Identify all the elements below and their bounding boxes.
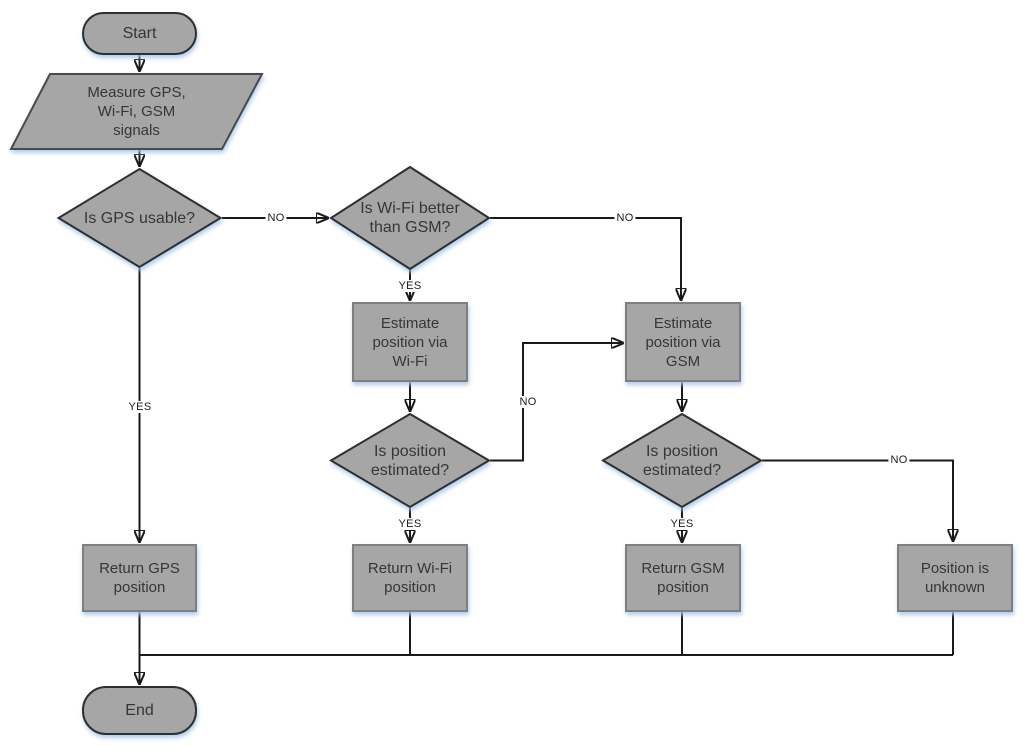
node-label: Return GPS position [99, 560, 180, 596]
node-estimate-wifi: Estimate position via Wi-Fi [352, 302, 468, 382]
edge-label-wifi-better-yes: YES [396, 280, 424, 292]
edge-label-wifi-better-no: NO [614, 212, 636, 224]
node-is-position-estimated-gsm: Is position estimated? [601, 412, 763, 509]
diamond-shape [329, 165, 491, 271]
node-label: Return Wi-Fi position [367, 560, 453, 596]
edge-label-wifi-estimated-no: NO [517, 396, 539, 408]
diamond-shape [329, 412, 491, 509]
node-label: Estimate position via GSM [645, 314, 721, 370]
node-start: Start [82, 12, 197, 55]
diamond-shape [601, 412, 763, 509]
parallelogram-shape [9, 73, 264, 150]
node-position-unknown: Position is unknown [897, 544, 1013, 612]
node-label: Position is unknown [920, 560, 990, 596]
edge-label-gsm-estimated-yes: YES [668, 518, 696, 530]
node-is-gps-usable: Is GPS usable? [56, 167, 223, 269]
node-label: Is position estimated? [370, 442, 450, 479]
node-label: Estimate position via Wi-Fi [372, 314, 448, 370]
node-label: Return GSM position [641, 560, 725, 596]
edge-label-gsm-estimated-no: NO [888, 454, 910, 466]
node-return-wifi: Return Wi-Fi position [352, 544, 468, 612]
node-label: End [125, 702, 154, 719]
node-label: Is GPS usable? [83, 209, 196, 227]
node-measure-signals: Measure GPS, Wi-Fi, GSM signals [9, 73, 264, 150]
node-estimate-gsm: Estimate position via GSM [625, 302, 741, 382]
node-is-position-estimated-wifi: Is position estimated? [329, 412, 491, 509]
node-label: Start [122, 25, 157, 42]
node-end: End [82, 686, 197, 735]
node-label: Measure GPS, Wi-Fi, GSM signals [87, 84, 186, 139]
node-label: Is Wi-Fi better than GSM? [360, 200, 460, 236]
node-is-wifi-better: Is Wi-Fi better than GSM? [329, 165, 491, 271]
node-return-gsm: Return GSM position [625, 544, 741, 612]
edge-label-gps-usable-yes: YES [126, 401, 154, 413]
diamond-shape [56, 167, 223, 269]
edge-label-gps-usable-no: NO [265, 212, 287, 224]
edge-label-wifi-estimated-yes: YES [396, 518, 424, 530]
node-return-gps: Return GPS position [82, 544, 197, 612]
node-label: Is position estimated? [642, 442, 722, 479]
